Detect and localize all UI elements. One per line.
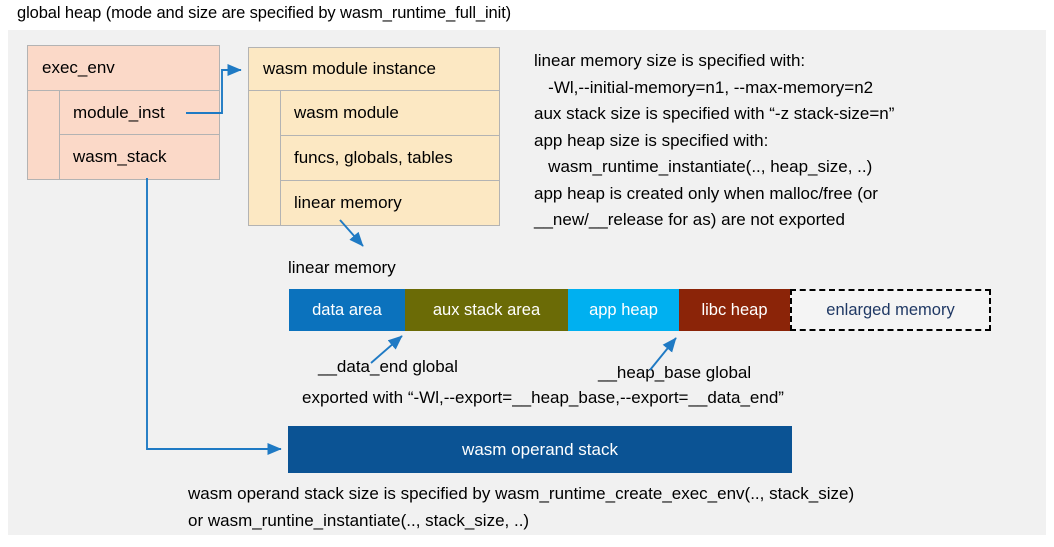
module-instance-field-linear-memory: linear memory — [294, 193, 402, 212]
memory-segment-label: app heap — [589, 300, 658, 319]
operand-stack-note: wasm operand stack size is specified by … — [188, 484, 855, 530]
module-instance-rows: wasm module funcs, globals, tables linea… — [281, 91, 499, 225]
wasm-operand-stack-label: wasm operand stack — [462, 439, 618, 459]
exec-env-box: exec_env module_inst wasm_stack — [27, 45, 220, 180]
exec-env-field-wasm-stack: wasm_stack — [73, 147, 167, 166]
memory-segment-label: data area — [312, 300, 382, 319]
data-end-global-label: __data_end global — [318, 357, 458, 376]
wasm-module-instance-box: wasm module instance wasm module funcs, … — [248, 47, 500, 226]
page-title: global heap (mode and size are specified… — [17, 4, 512, 22]
linear-memory-info-text: linear memory size is specified with: -W… — [534, 51, 895, 229]
memory-segment-app-heap: app heap — [568, 289, 679, 331]
wasm-operand-stack-box: wasm operand stack — [288, 426, 792, 473]
module-instance-rowwrap: wasm module funcs, globals, tables linea… — [249, 91, 499, 225]
exec-env-rowwrap: module_inst wasm_stack — [28, 91, 219, 180]
memory-segment-libc-heap: libc heap — [679, 289, 790, 331]
memory-segment-label: aux stack area — [432, 300, 541, 319]
memory-segment-data-area: data area — [289, 289, 405, 331]
memory-segment-label: enlarged memory — [826, 300, 955, 319]
module-instance-header: wasm module instance — [249, 48, 499, 91]
memory-segment-enlarged-memory: enlarged memory — [790, 289, 991, 331]
module-instance-gutter — [249, 91, 281, 225]
memory-segment-label: libc heap — [701, 300, 768, 319]
exec-env-field-module-inst: module_inst — [60, 91, 219, 135]
module-instance-field-funcs-globals-tables: funcs, globals, tables — [281, 136, 499, 181]
exec-env-header: exec_env — [28, 46, 219, 91]
exec-env-rows: module_inst wasm_stack — [60, 91, 219, 180]
exec-env-gutter — [28, 91, 60, 180]
exported-with-label: exported with “-Wl,--export=__heap_base,… — [302, 388, 784, 407]
memory-segment-aux-stack-area: aux stack area — [405, 289, 568, 331]
module-instance-field-wasm-module: wasm module — [281, 91, 499, 136]
linear-memory-bar: data area aux stack area app heap libc heap… — [289, 289, 991, 331]
heap-base-global-label: __heap_base global — [598, 363, 752, 382]
linear-memory-label: linear memory — [288, 258, 396, 277]
